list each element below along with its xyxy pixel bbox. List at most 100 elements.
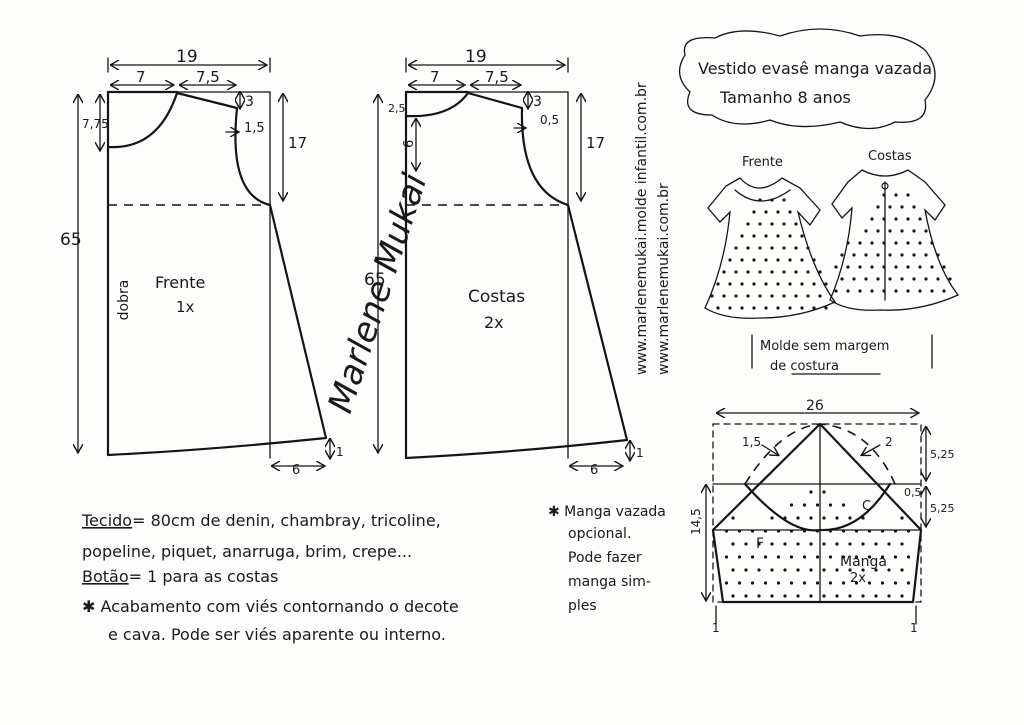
polka-dot — [764, 210, 768, 214]
polka-dot — [876, 229, 880, 233]
polka-dot — [874, 594, 878, 598]
polka-dot — [894, 289, 898, 293]
seam-note-line1: Molde sem margem — [760, 339, 889, 354]
dots-sleeve — [724, 490, 911, 598]
polka-dot — [867, 581, 872, 585]
polka-dot — [828, 555, 833, 559]
polka-dot — [770, 542, 774, 546]
polka-dot — [948, 277, 952, 281]
polka-dot — [822, 568, 826, 572]
dress-illustration-back: Costas — [829, 149, 960, 311]
polka-dot — [783, 568, 787, 572]
back-hem-rise-label: 1 — [636, 446, 644, 460]
sleeve-total-height-label: 14,5 — [689, 508, 703, 535]
polka-dot — [848, 516, 852, 520]
polka-dot — [752, 210, 756, 214]
front-length-label: 65 — [60, 230, 82, 250]
polka-dot — [818, 270, 822, 274]
title-line2: Tamanho 8 anos — [719, 88, 851, 107]
back-outline — [404, 90, 629, 460]
sleeve-pattern-piece: 26 1,5 2 5,25 5,25 14,5 0,5 1 1 F C Mang… — [689, 398, 955, 635]
polka-dot — [852, 277, 856, 281]
polka-dot — [822, 542, 826, 546]
front-armhole-curve-label: 1,5 — [244, 121, 265, 136]
seam-note-line2: de costura — [770, 359, 839, 374]
polka-dot — [776, 210, 780, 214]
sleeve-note: ✱ Manga vazada opcional. Pode fazer mang… — [548, 504, 666, 614]
polka-dot — [912, 277, 916, 281]
sleeve-cap-right-label: 2 — [885, 435, 893, 449]
polka-dot — [900, 253, 904, 257]
polka-dot — [887, 542, 891, 546]
polka-dot — [824, 282, 828, 286]
polka-dot — [900, 277, 904, 281]
back-shoulder-label: 7,5 — [485, 68, 509, 86]
polka-dot — [731, 516, 735, 520]
polka-dot — [783, 516, 787, 520]
polka-dot — [870, 241, 874, 245]
polka-dot — [728, 306, 732, 310]
polka-dot — [924, 229, 928, 233]
polka-dot — [802, 581, 807, 585]
polka-dot — [882, 217, 886, 221]
button-label: Botão — [82, 567, 129, 586]
polka-dot — [906, 555, 911, 559]
fabric-line1: = 80cm de denin, chambray, tricoline, — [132, 511, 441, 530]
sleeve-hem-right-label: 1 — [910, 621, 918, 635]
sleeve-hem-left-label: 1 — [712, 621, 720, 635]
polka-dot — [752, 306, 756, 310]
front-label: Frente — [155, 273, 205, 292]
front-pattern-piece: 19 7 7,5 3 7,75 1,5 17 65 6 1 Frente 1x … — [60, 47, 344, 478]
polka-dot — [750, 555, 755, 559]
back-pattern-piece: 19 7 7,5 3 2,5 6 0,5 17 65 6 1 Costas 2x — [364, 47, 644, 478]
front-width-label: 19 — [176, 47, 198, 67]
polka-dot — [834, 265, 838, 269]
front-count: 1x — [176, 298, 195, 316]
polka-dot — [912, 229, 916, 233]
polka-dot — [783, 594, 787, 598]
polka-dot — [764, 258, 768, 262]
polka-dot — [893, 581, 898, 585]
polka-dot — [894, 193, 898, 197]
polka-dot — [794, 222, 798, 226]
polka-dot — [724, 529, 729, 533]
polka-dot — [728, 258, 732, 262]
polka-dot — [731, 542, 735, 546]
polka-dot — [852, 253, 856, 257]
polka-dot — [809, 542, 813, 546]
polka-dot — [809, 490, 813, 494]
sleeve-cap-height-label: 5,25 — [930, 448, 955, 461]
illustration-back-label: Costas — [868, 149, 912, 164]
polka-dot — [789, 529, 794, 533]
polka-dot — [840, 277, 844, 281]
polka-dot — [796, 516, 800, 520]
polka-dot — [758, 270, 762, 274]
polka-dot — [864, 277, 868, 281]
front-hem-flare-label: 6 — [292, 463, 300, 478]
back-length-label: 65 — [364, 270, 386, 290]
polka-dot — [900, 594, 904, 598]
polka-dot — [828, 581, 833, 585]
sleeve-curve-label: 0,5 — [904, 486, 922, 499]
polka-dot — [900, 516, 904, 520]
polka-dot — [722, 270, 726, 274]
button-text: = 1 para as costas — [129, 567, 279, 586]
polka-dot — [796, 594, 800, 598]
polka-dot — [724, 555, 729, 559]
polka-dot — [854, 529, 859, 533]
back-center-mark-label: 6 — [402, 140, 417, 148]
polka-dot — [757, 594, 761, 598]
polka-dot — [867, 529, 872, 533]
polka-dot — [870, 265, 874, 269]
polka-dot — [809, 594, 813, 598]
sleeve-label: Manga — [840, 554, 887, 570]
polka-dot — [930, 289, 934, 293]
polka-dot — [776, 234, 780, 238]
polka-dot — [876, 205, 880, 209]
polka-dot — [893, 529, 898, 533]
polka-dot — [848, 542, 852, 546]
polka-dot — [752, 282, 756, 286]
button-icon — [881, 182, 889, 190]
polka-dot — [770, 294, 774, 298]
polka-dot — [789, 555, 794, 559]
